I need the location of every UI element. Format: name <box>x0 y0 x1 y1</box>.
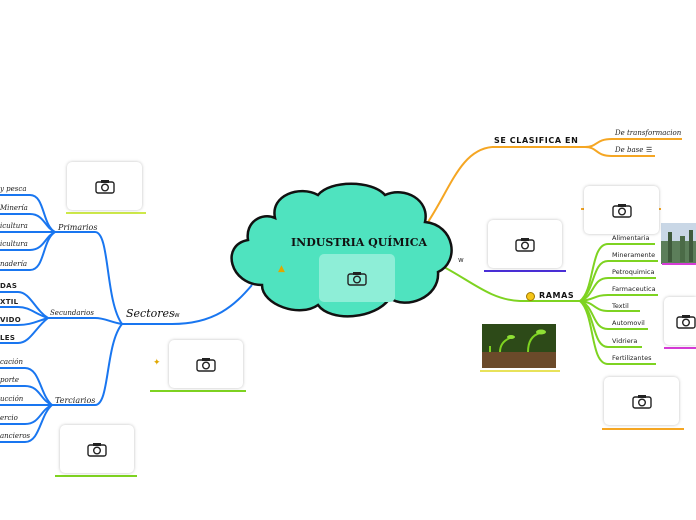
camera-icon <box>196 357 216 372</box>
connector-sectores <box>171 284 253 325</box>
secundarios-item[interactable]: LES <box>0 334 16 342</box>
connector-primarios <box>94 231 123 325</box>
ramas-item[interactable]: Textil <box>612 302 629 310</box>
connector-clasifica <box>425 146 493 226</box>
image-card-sectores[interactable] <box>169 340 243 388</box>
camera-icon <box>676 314 696 329</box>
secundarios-item[interactable]: XTIL <box>0 298 19 306</box>
image-card-ramas-bottom[interactable] <box>604 377 679 425</box>
sectores-mark: w <box>174 311 180 319</box>
camera-icon <box>347 271 367 286</box>
primarios-item[interactable]: nadería <box>0 260 28 268</box>
secundarios-item[interactable]: DAS <box>0 282 18 290</box>
connector-terciarios <box>94 323 123 406</box>
group-label-secundarios[interactable]: Secundarios <box>50 309 94 317</box>
ramas-item[interactable]: Mineramente <box>612 251 656 259</box>
image-card-terciarios[interactable] <box>60 425 134 473</box>
ramas-item[interactable]: Vidriera <box>612 337 638 345</box>
terciarios-item[interactable]: ucción <box>0 395 24 403</box>
terciarios-item[interactable]: ancieros <box>0 432 31 440</box>
terciarios-item[interactable]: cación <box>0 358 23 366</box>
sectores-title[interactable]: Sectores <box>126 307 175 320</box>
ramas-item[interactable]: Petroquimica <box>612 268 655 276</box>
ramas-item[interactable]: Automovil <box>612 319 645 327</box>
central-cloud[interactable] <box>230 182 453 318</box>
primarios-item[interactable]: Minería <box>0 204 28 212</box>
camera-icon <box>87 442 107 457</box>
ramas-item[interactable]: Farmaceutica <box>612 285 656 293</box>
connector-secundarios <box>94 317 123 325</box>
primarios-item[interactable]: icultura <box>0 240 28 248</box>
clasifica-item-base[interactable]: De base <box>615 146 644 154</box>
scream-face-icon <box>526 292 535 301</box>
image-card-ramas-top[interactable] <box>488 220 562 268</box>
ramas-title[interactable]: RAMAS <box>539 291 575 300</box>
group-label-terciarios[interactable]: Terciarios <box>55 396 96 405</box>
image-card-clasifica[interactable] <box>584 186 659 234</box>
notes-icon: ☰ <box>646 146 653 154</box>
group-label-primarios[interactable]: Primarios <box>58 223 98 232</box>
raised-hands-icon: ✦ <box>153 358 161 368</box>
camera-icon <box>631 394 652 409</box>
image-card-central[interactable] <box>319 254 395 302</box>
image-card-ramas-right[interactable] <box>664 297 696 345</box>
terciarios-item[interactable]: ercio <box>0 414 18 422</box>
ramas-item[interactable]: Alimentaria <box>612 234 650 242</box>
central-mark: w <box>458 256 464 264</box>
secundarios-item[interactable]: VIDO <box>0 316 21 324</box>
image-card-primarios[interactable] <box>67 162 142 210</box>
camera-icon <box>515 237 535 252</box>
thumbs-up-icon: ▲ <box>278 264 285 274</box>
primarios-item[interactable]: y pesca <box>0 185 27 193</box>
clasifica-item-transformacion[interactable]: De transformacion <box>615 129 682 137</box>
camera-icon <box>611 203 632 218</box>
sprouts-image <box>480 324 560 372</box>
clasifica-title[interactable]: SE CLASIFICA EN <box>494 136 579 145</box>
factory-image <box>661 223 696 265</box>
central-title[interactable]: INDUSTRIA QUÍMICA <box>291 236 428 249</box>
ramas-item[interactable]: Fertilizantes <box>612 354 652 362</box>
connector-ramas <box>439 264 521 302</box>
primarios-item[interactable]: icultura <box>0 222 28 230</box>
terciarios-item[interactable]: porte <box>0 376 19 384</box>
camera-icon <box>94 179 115 194</box>
